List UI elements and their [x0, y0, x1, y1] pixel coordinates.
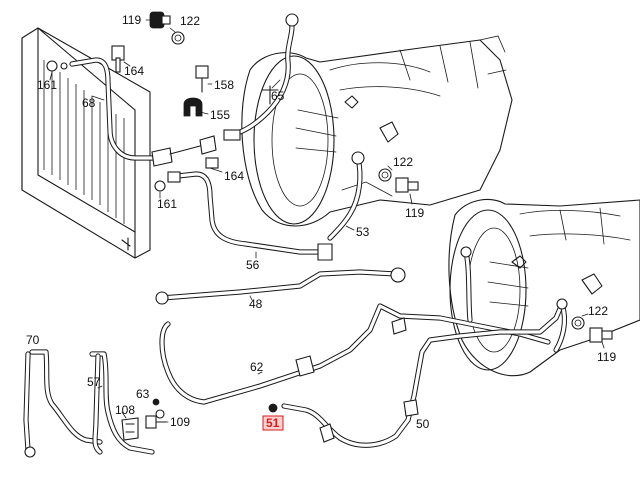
label-53: 53: [356, 225, 370, 239]
label-70: 70: [26, 333, 40, 347]
label-68: 68: [82, 96, 96, 110]
label-161-top: 161: [37, 78, 57, 92]
label-56: 56: [246, 258, 260, 272]
washer-122-mid: [378, 168, 392, 182]
pipe-48: [155, 267, 406, 305]
label-65: 65: [271, 89, 285, 103]
pipe-56: [175, 171, 333, 261]
clip-155: [183, 97, 203, 117]
bolt-158: [195, 65, 209, 93]
part-63: [152, 398, 165, 419]
label-109: 109: [170, 415, 190, 429]
upper-transmission: [241, 35, 513, 227]
label-62: 62: [250, 360, 264, 374]
part-labels: 119 122 164 161 158 68 65 155 122 164 16…: [26, 13, 616, 431]
label-51-highlighted: 51: [266, 416, 280, 430]
label-63: 63: [136, 387, 150, 401]
label-119-top: 119: [122, 13, 141, 27]
label-155: 155: [210, 108, 230, 122]
label-122-mid: 122: [393, 155, 413, 169]
fitting-mid: [151, 129, 241, 169]
label-108: 108: [115, 403, 135, 417]
label-57: 57: [87, 375, 101, 389]
bolt-119-top: [149, 11, 171, 29]
pipe-53: [327, 151, 365, 241]
clip-51: [268, 403, 278, 413]
label-48: 48: [249, 297, 263, 311]
pipe-65: [237, 13, 299, 135]
bolt-119-right: [589, 327, 613, 343]
pipe-62: [159, 303, 551, 405]
bolt-164-top: [111, 45, 125, 73]
label-50: 50: [416, 417, 430, 431]
label-164-mid: 164: [224, 169, 244, 183]
bracket-108: [121, 417, 139, 441]
washer-161-mid: [154, 171, 181, 192]
label-122-right: 122: [588, 304, 608, 318]
label-122-top: 122: [180, 14, 200, 28]
pipe-68: [69, 57, 161, 161]
pipe-70: [23, 349, 103, 458]
pipe-50: [281, 301, 565, 448]
pipe-upper-right-transmission: [460, 246, 568, 353]
label-119-mid: 119: [405, 206, 424, 220]
leader-lines: [49, 19, 605, 423]
label-119-right: 119: [597, 350, 616, 364]
washer-161-top: [46, 60, 68, 72]
bolt-119-mid: [395, 177, 419, 193]
pipe-57: [89, 351, 155, 455]
label-164-top: 164: [124, 64, 144, 78]
label-161-mid: 161: [157, 197, 177, 211]
highlight-box-51: [262, 415, 284, 431]
radiator-cooler: [21, 27, 151, 259]
washer-122-top: [171, 31, 185, 45]
washer-122-right: [571, 316, 585, 330]
label-158: 158: [214, 78, 234, 92]
